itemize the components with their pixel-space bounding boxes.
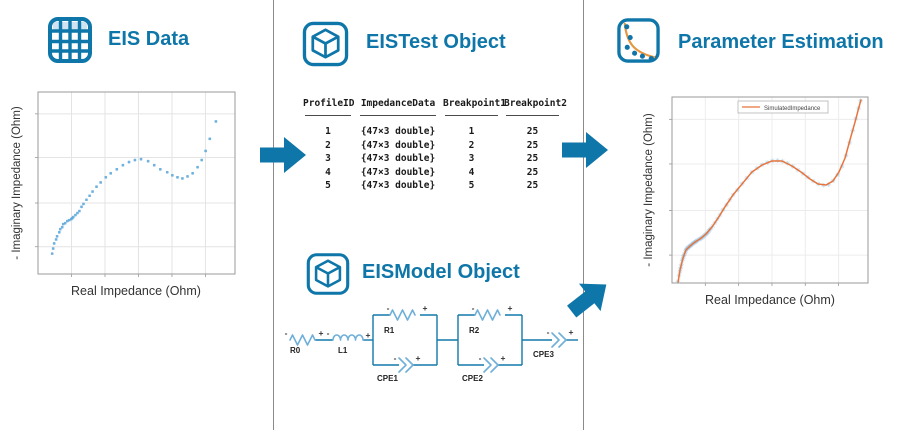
inductor-l1-symbol [332, 334, 364, 341]
eistest-object-title: EISTest Object [366, 31, 506, 53]
cube-icon [302, 21, 349, 67]
table-header: Breakpoint2 [504, 98, 567, 109]
svg-text:+: + [501, 353, 506, 363]
table-header: Breakpoint1 [443, 98, 506, 109]
cube-icon [306, 253, 350, 295]
svg-text:-: - [479, 353, 482, 363]
svg-text:+: + [319, 328, 324, 338]
right-plot-xlabel: Real Impedance (Ohm) [705, 293, 835, 307]
right-plot-gridlines [669, 97, 868, 286]
eistest-table: ProfileID ImpedanceData Breakpoint1 Brea… [303, 99, 571, 193]
left-plot-gridlines [35, 92, 235, 277]
svg-text:+: + [416, 353, 421, 363]
left-plot-xlabel: Real Impedance (Ohm) [71, 284, 201, 298]
curve-fit-icon [617, 18, 660, 63]
label-cpe3: CPE3 [533, 350, 554, 359]
svg-text:+: + [508, 303, 513, 313]
cpe2-symbol [483, 357, 499, 373]
svg-text:-: - [285, 328, 288, 338]
svg-text:-: - [547, 327, 550, 337]
label-cpe1: CPE1 [377, 374, 398, 383]
parameter-estimation-plot: SimulatedImpedance - Imaginary Impedance… [643, 96, 869, 307]
eis-data-plot: - Imaginary Impedance (Ohm) Real Impedan… [11, 91, 236, 298]
label-l1: L1 [338, 346, 348, 355]
svg-text:-: - [472, 303, 475, 313]
label-r1: R1 [384, 326, 395, 335]
arrow-up-right-icon [567, 283, 607, 318]
circuit-element-labels: R0 L1 R1 CPE1 R2 CPE2 CPE3 [290, 326, 554, 383]
table-header-underline [303, 115, 571, 116]
parameter-estimation-title: Parameter Estimation [678, 31, 884, 53]
measured-impedance-markers [675, 98, 863, 284]
circuit-elements [289, 309, 567, 373]
left-plot-box [37, 91, 236, 275]
svg-text:-: - [394, 353, 397, 363]
resistor-r1-symbol [389, 309, 416, 321]
circuit-wires [315, 314, 578, 366]
label-cpe2: CPE2 [462, 374, 483, 383]
table-header: ProfileID [303, 98, 355, 109]
simulated-impedance-curve [677, 99, 862, 283]
circuit-polarity-signs: -+ -+ -+ -+ -+ -+ -+ [285, 303, 574, 363]
plot-legend: SimulatedImpedance [737, 100, 829, 114]
equivalent-circuit-diagram: -+ -+ -+ -+ -+ -+ -+ R0 L1 R1 CPE1 R2 CP… [285, 303, 578, 383]
eis-data-title: EIS Data [108, 28, 190, 50]
table-grid-icon [48, 17, 92, 63]
label-r2: R2 [469, 326, 480, 335]
left-plot-scatter-points [50, 120, 218, 255]
table-header: ImpedanceData [360, 98, 436, 109]
svg-text:+: + [569, 327, 574, 337]
right-plot-box [671, 96, 869, 284]
arrow-right-icon [260, 137, 306, 173]
panel-divider-right [583, 0, 584, 430]
svg-text:+: + [366, 330, 371, 340]
table-header-row: ProfileID ImpedanceData Breakpoint1 Brea… [303, 99, 571, 109]
svg-text:-: - [327, 328, 330, 338]
cpe3-symbol [551, 332, 567, 348]
resistor-r0-symbol [289, 334, 316, 346]
svg-text:+: + [423, 303, 428, 313]
panel-divider-left [273, 0, 274, 430]
arrow-right-icon [562, 132, 608, 168]
right-plot-ylabel: - Imaginary Impedance (Ohm) [643, 113, 655, 267]
label-r0: R0 [290, 346, 301, 355]
legend-label: SimulatedImpedance [764, 106, 821, 112]
cpe1-symbol [398, 357, 414, 373]
svg-text:-: - [387, 303, 390, 313]
resistor-r2-symbol [474, 309, 501, 321]
eismodel-object-title: EISModel Object [362, 261, 520, 283]
left-plot-ylabel: - Imaginary Impedance (Ohm) [11, 106, 23, 260]
